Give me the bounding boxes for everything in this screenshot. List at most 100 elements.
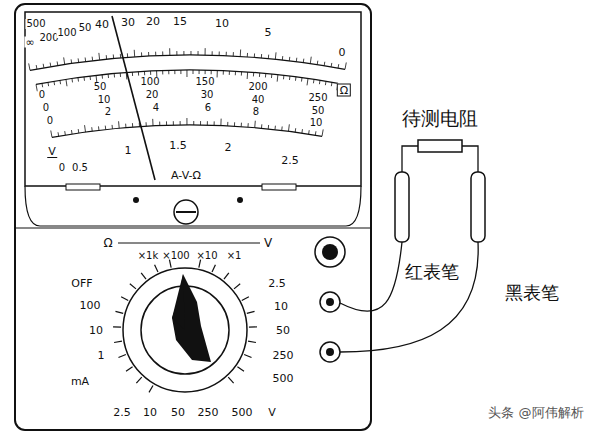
scale-tick [51, 130, 52, 137]
screw-dot [133, 197, 139, 203]
scale-tick [345, 62, 346, 69]
dial-tick [248, 341, 256, 342]
ac-volt-range: 50 [171, 407, 185, 418]
scale-tick [150, 71, 151, 75]
scale-tick [113, 54, 114, 58]
meter-case [15, 4, 371, 430]
ohm-scale-number: 40 [94, 19, 110, 30]
scale-ticks [29, 48, 347, 137]
scale-tick [307, 78, 309, 85]
scale-arc [36, 70, 338, 84]
ohm-scale-number: 0 [338, 47, 347, 58]
dial-tick [155, 265, 158, 272]
dc-volt-range: 50 [276, 325, 290, 336]
scale-tick [331, 63, 333, 67]
scale-tick [64, 131, 66, 135]
scale-tick [92, 57, 93, 61]
dial-ticks [113, 260, 257, 393]
ohm-scale-number: 30 [120, 17, 136, 28]
scale-tick [183, 51, 184, 55]
scale-tick [282, 56, 283, 60]
voltage-scale-number: 0 [42, 103, 50, 113]
scale-tick [227, 122, 228, 126]
voltage-scale-number: 8 [252, 107, 260, 117]
ohm-scale-number: 15 [172, 16, 188, 27]
scale-tick [331, 82, 333, 86]
scale-tick [138, 72, 139, 76]
scale-tick [120, 73, 121, 77]
scale-tick [58, 132, 60, 136]
scale-tick [308, 130, 310, 134]
dial-tick [114, 341, 122, 342]
off-position: OFF [71, 278, 92, 289]
ac-scale-number: 1 [124, 145, 133, 156]
screw-slot [176, 211, 196, 213]
dial-tick [113, 326, 121, 328]
scale-tick [132, 72, 133, 76]
scale-tick [29, 63, 30, 70]
scale-tick [240, 50, 241, 57]
scale-tick [275, 52, 277, 59]
ac-volt-unit: V [268, 407, 276, 418]
scale-tick [90, 76, 91, 80]
scale-tick [168, 70, 169, 74]
ac-volt-range: 250 [198, 407, 219, 418]
scale-tick [253, 72, 254, 76]
dial-tick [234, 284, 240, 289]
dc-volt-range: 500 [273, 373, 294, 384]
scale-tick [235, 71, 236, 75]
scale-tick [338, 64, 340, 68]
scale-tick [319, 80, 321, 84]
scale-tick [186, 118, 187, 125]
scale-tick [144, 71, 145, 75]
scale-tick [322, 129, 323, 136]
scale-tick [173, 121, 174, 125]
voltage-scale-number: 250 [307, 93, 328, 103]
scale-tick [98, 53, 100, 60]
scale-tick [223, 71, 224, 75]
scale-tick [159, 122, 160, 126]
dial-tick [141, 273, 146, 279]
scale-tick [85, 58, 86, 62]
voltage-scale-number: 100 [139, 77, 160, 87]
scale-tick [277, 75, 279, 82]
scale-tick [281, 126, 282, 130]
scale-tick [254, 121, 256, 128]
scale-tick [64, 57, 65, 64]
scale-tick [310, 57, 312, 64]
knob-pointer [172, 274, 185, 330]
scale-tick [169, 48, 170, 55]
voltage-scale-number: 2 [104, 107, 112, 117]
red-probe-wire [340, 242, 402, 311]
black-probe [471, 172, 485, 242]
dial-tick [118, 354, 125, 357]
scale-tick [265, 73, 266, 77]
plus-jack [326, 298, 334, 306]
scale-tick [53, 81, 55, 85]
scale-tick [220, 119, 221, 126]
scale-tick [36, 65, 38, 69]
mirror-bar [262, 184, 296, 190]
scale-tick [261, 54, 262, 58]
scale-tick [78, 58, 80, 62]
part-label: 红表笔 [405, 263, 459, 281]
part-label: 黑表笔 [505, 284, 559, 302]
ohm-scale-number: 20 [145, 16, 161, 27]
scale-tick [155, 52, 156, 56]
scale-tick [71, 78, 73, 82]
scale-tick [148, 52, 149, 56]
range-group-label: V [264, 237, 272, 249]
ac-volt-range: 10 [143, 407, 157, 418]
scale-tick [289, 57, 290, 61]
voltage-scale-number: 40 [251, 95, 266, 105]
dial-tick [136, 377, 141, 383]
scale-tick [112, 125, 113, 129]
scale-tick [205, 70, 206, 74]
scale-arc [52, 125, 322, 137]
scale-tick [193, 70, 194, 74]
scale-window [25, 12, 361, 186]
scale-tick [50, 63, 52, 67]
ohm-scale-number: 500 [25, 19, 46, 29]
